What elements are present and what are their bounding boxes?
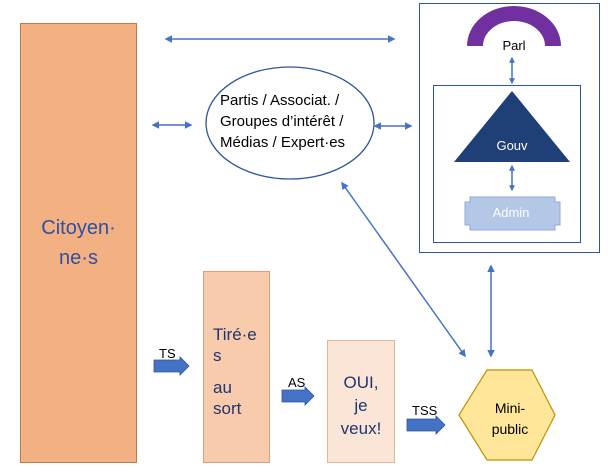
oui-je-veux-node[interactable]: OUI, je veux!: [327, 340, 395, 463]
citoyens-node[interactable]: Citoyen· ne·s: [20, 23, 137, 463]
mini-public-label-line2: public: [491, 421, 529, 437]
partis-label-line1: Partis / Associat. /: [220, 92, 340, 109]
block-arrow-as: [281, 386, 315, 406]
partis-label-line3: Médias / Expert·es: [220, 134, 346, 151]
citoyens-label-line2: ne·s: [59, 247, 98, 269]
oui-label-line2: je: [354, 396, 368, 415]
tires-au-sort-node[interactable]: Tiré·e s au sort: [203, 271, 270, 463]
edge-label-ts: TS: [159, 346, 176, 361]
parl-label: Parl: [502, 38, 526, 53]
arrow-partis-mini-public: [341, 181, 466, 358]
admin-label: Admin: [492, 205, 530, 220]
edge-label-as: AS: [288, 375, 306, 390]
parl-hemicycle-shape: [467, 6, 561, 46]
gouv-triangle-shape: [454, 91, 570, 162]
oui-label-line1: OUI,: [343, 373, 379, 392]
gouv-label: Gouv: [496, 138, 528, 153]
tires-label-line2: s: [213, 346, 222, 365]
tires-label-line1: Tiré·e: [213, 325, 257, 344]
mini-public-label-line1: Mini-: [494, 400, 526, 416]
partis-label: Partis / Associat. / Groupes d’intérêt /…: [220, 90, 345, 153]
partis-label-line2: Groupes d’intérêt /: [220, 113, 344, 130]
oui-label-line3: veux!: [340, 419, 382, 438]
block-arrow-tss: [406, 415, 446, 435]
mini-public-hexagon-shape: [458, 369, 556, 461]
tires-label-line3: au: [213, 378, 232, 397]
mini-public-label: Mini- public: [470, 398, 550, 440]
tires-label-line4: sort: [213, 399, 242, 418]
citoyens-label-line1: Citoyen·: [41, 217, 116, 239]
block-arrow-ts: [153, 356, 190, 376]
edge-label-tss: TSS: [412, 403, 438, 418]
